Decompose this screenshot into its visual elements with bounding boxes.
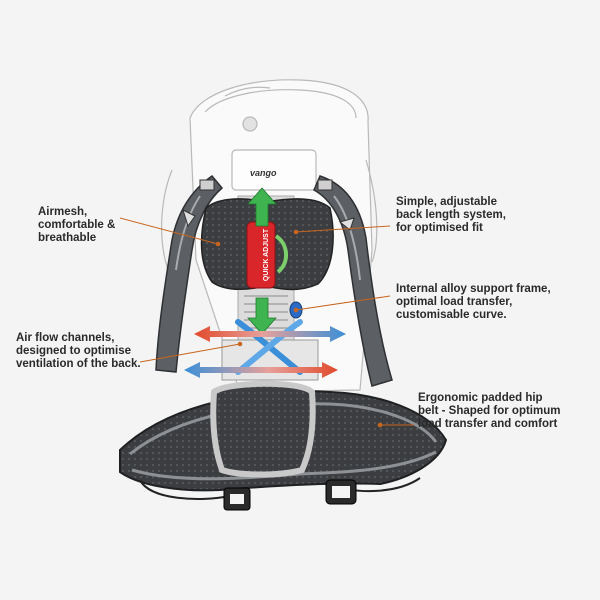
leader-air-flow xyxy=(139,343,241,363)
leader-back-length xyxy=(295,225,391,233)
brand-logo: vango xyxy=(250,168,277,178)
quick-adjust-label: QUICK ADJUST xyxy=(263,228,270,281)
callout-airmesh: Airmesh, comfortable & breathable xyxy=(38,206,116,244)
quick-adjust-tab: QUICK ADJUST xyxy=(246,221,288,289)
leader-airmesh xyxy=(119,217,219,245)
callout-frame: Internal alloy support frame, optimal lo… xyxy=(396,283,551,321)
callout-back-length: Simple, adjustable back length system, f… xyxy=(396,196,506,234)
left-shoulder-strap xyxy=(155,174,224,373)
leader-frame xyxy=(295,295,391,311)
callout-hip-belt: Ergonomic padded hip belt - Shaped for o… xyxy=(418,392,561,430)
arrow-down-icon xyxy=(247,297,277,335)
leader-lines xyxy=(119,217,414,428)
lower-flow-arrow-icon xyxy=(184,362,338,378)
upper-flow-arrow-icon xyxy=(194,326,346,342)
right-shoulder-strap xyxy=(313,175,393,387)
air-flow-arrows xyxy=(184,319,346,378)
arrow-up-icon xyxy=(247,187,277,227)
back-length-arrows xyxy=(247,187,277,335)
callout-air-flow: Air flow channels, designed to optimise … xyxy=(16,332,141,370)
hip-belt-buckles xyxy=(139,477,421,511)
lumbar-pad xyxy=(210,380,316,478)
